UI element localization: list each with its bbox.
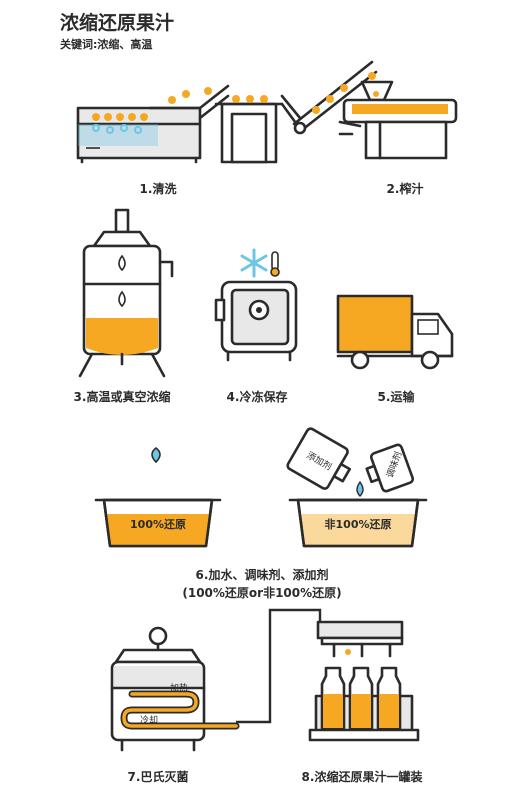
step-6-subcaption: (100%还原or非100%还原) [182,586,342,600]
mixing-tank-full [94,446,222,548]
delivery-truck [336,294,454,370]
keywords: 关键词:浓缩、高温 [60,38,153,51]
mixing-tank-partial [286,427,428,548]
pasteurizer [110,626,240,752]
flavor-bottle [365,443,415,493]
juice-bottles [320,666,402,730]
freezer [214,248,298,362]
step-5-caption: 5.运输 [377,390,415,404]
page-title: 浓缩还原果汁 [60,12,175,34]
concentration-vessel [78,208,174,378]
juicer-press [338,80,458,160]
conveyor-to-press [214,60,378,164]
step-3-caption: 3.高温或真空浓缩 [73,390,171,404]
bottling-line [308,620,420,742]
step-8-caption: 8.浓缩还原果汁一罐装 [301,770,423,784]
pipe-to-filler [236,608,322,724]
thermometer-icon [270,251,280,277]
heating-label: 加热 [170,684,189,694]
step-1-caption: 1.清洗 [139,182,177,196]
additive-bottle [286,427,352,490]
step-6-caption: 6.加水、调味剂、添加剂 [195,568,329,582]
cooling-label: 冷却 [140,716,159,726]
step-4-caption: 4.冷冻保存 [226,390,288,404]
tank-partial-label: 非100%还原 [324,518,392,531]
washing-machine [76,84,230,164]
tank-full-label: 100%还原 [130,518,186,531]
step-7-caption: 7.巴氏灭菌 [127,770,189,784]
step-2-caption: 2.榨汁 [386,182,424,196]
snowflake-icon [240,248,268,278]
